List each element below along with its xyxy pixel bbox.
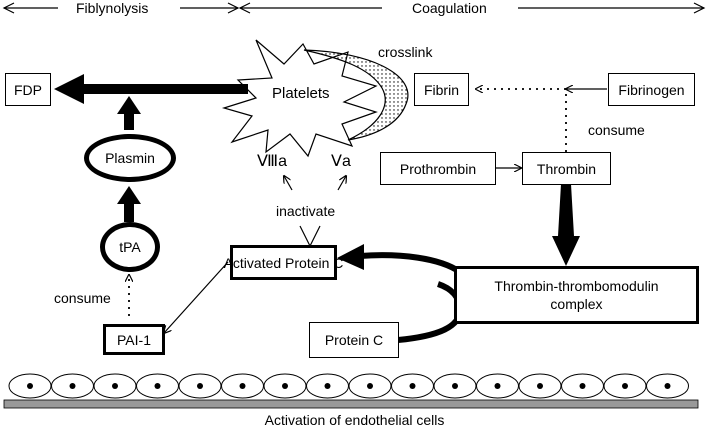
- platelets-label: Platelets: [272, 85, 330, 102]
- coagulation-span-arrow: [238, 2, 706, 14]
- endothelial-cell-nucleus: [494, 383, 501, 389]
- fibrinolysis-header: Fiblynolysis: [76, 0, 149, 16]
- inactivate-to-factor5a-arrow: [337, 176, 346, 191]
- thrombin-thrombomodulin-complex-box: Thrombin-thrombomodulin complex: [454, 266, 699, 324]
- inactivate-label: inactivate: [276, 203, 336, 219]
- endothelial-basement-bar: [3, 399, 699, 409]
- pai-1-box: PAI-1: [103, 324, 165, 355]
- endothelial-cell-nucleus: [622, 383, 628, 389]
- protein-c-to-complex-line: [397, 281, 464, 343]
- complex-label-line1: Thrombin-thrombomodulin: [494, 277, 659, 294]
- inactivate-to-factor8a-arrow: [284, 176, 293, 191]
- fibrinogen-box: Fibrinogen: [608, 73, 695, 106]
- endothelial-cell-nucleus: [409, 383, 416, 389]
- fdp-box: FDP: [5, 73, 51, 106]
- plasmin-oval: Plasmin: [84, 134, 176, 182]
- consume-label-left: consume: [54, 290, 111, 306]
- endothelial-caption: Activation of endothelial cells: [264, 412, 445, 428]
- endothelial-cell-nucleus: [324, 383, 331, 389]
- crosslink-crescent: [303, 49, 409, 141]
- factor-5a-label: Ⅴa: [331, 153, 351, 170]
- endothelial-cell-nucleus: [27, 383, 33, 389]
- apc-to-pai1-arrow: [164, 261, 229, 333]
- endothelial-cell-nucleus: [664, 383, 671, 389]
- endothelial-cell-nucleus: [154, 383, 161, 389]
- plasmin-to-fdp-arrow: [117, 96, 141, 130]
- coagulation-header: Coagulation: [412, 0, 487, 16]
- endothelial-cell-nucleus: [112, 383, 118, 389]
- tpa-to-plasmin-arrow: [117, 186, 141, 222]
- endothelial-cell-nucleus: [367, 383, 373, 389]
- tpa-oval: tPA: [100, 222, 160, 272]
- complex-to-apc-arrow: [359, 252, 462, 275]
- thrombin-to-complex-arrow: [552, 184, 580, 266]
- crosslink-label: crosslink: [378, 44, 433, 60]
- complex-label-line2: complex: [550, 296, 603, 312]
- complex-to-apc-arrowhead: [337, 244, 364, 270]
- prothrombin-box: Prothrombin: [380, 152, 496, 185]
- factor-8a-label: Ⅷa: [257, 153, 287, 170]
- endothelial-cell-nucleus: [239, 383, 246, 389]
- endothelial-cell-nucleus: [452, 383, 458, 389]
- activated-protein-c-box: Activated Protein C: [224, 245, 343, 280]
- thrombin-box: Thrombin: [522, 152, 611, 185]
- endothelial-cell-nucleus: [579, 383, 586, 389]
- endothelial-cells-row: [8, 373, 689, 399]
- platelets-to-fdp-arrow: [54, 74, 248, 104]
- endothelial-cell-nucleus: [537, 383, 543, 389]
- endothelial-cell-nucleus: [282, 383, 288, 389]
- endothelial-cell-nucleus: [197, 383, 203, 389]
- fibrin-box: Fibrin: [414, 73, 469, 106]
- protein-c-box: Protein C: [309, 322, 399, 358]
- apc-to-inactivate-lines: [299, 225, 321, 247]
- consume-label-right: consume: [588, 122, 645, 138]
- endothelial-cell-nucleus: [69, 383, 76, 389]
- fibrinolysis-span-arrow: [2, 2, 240, 14]
